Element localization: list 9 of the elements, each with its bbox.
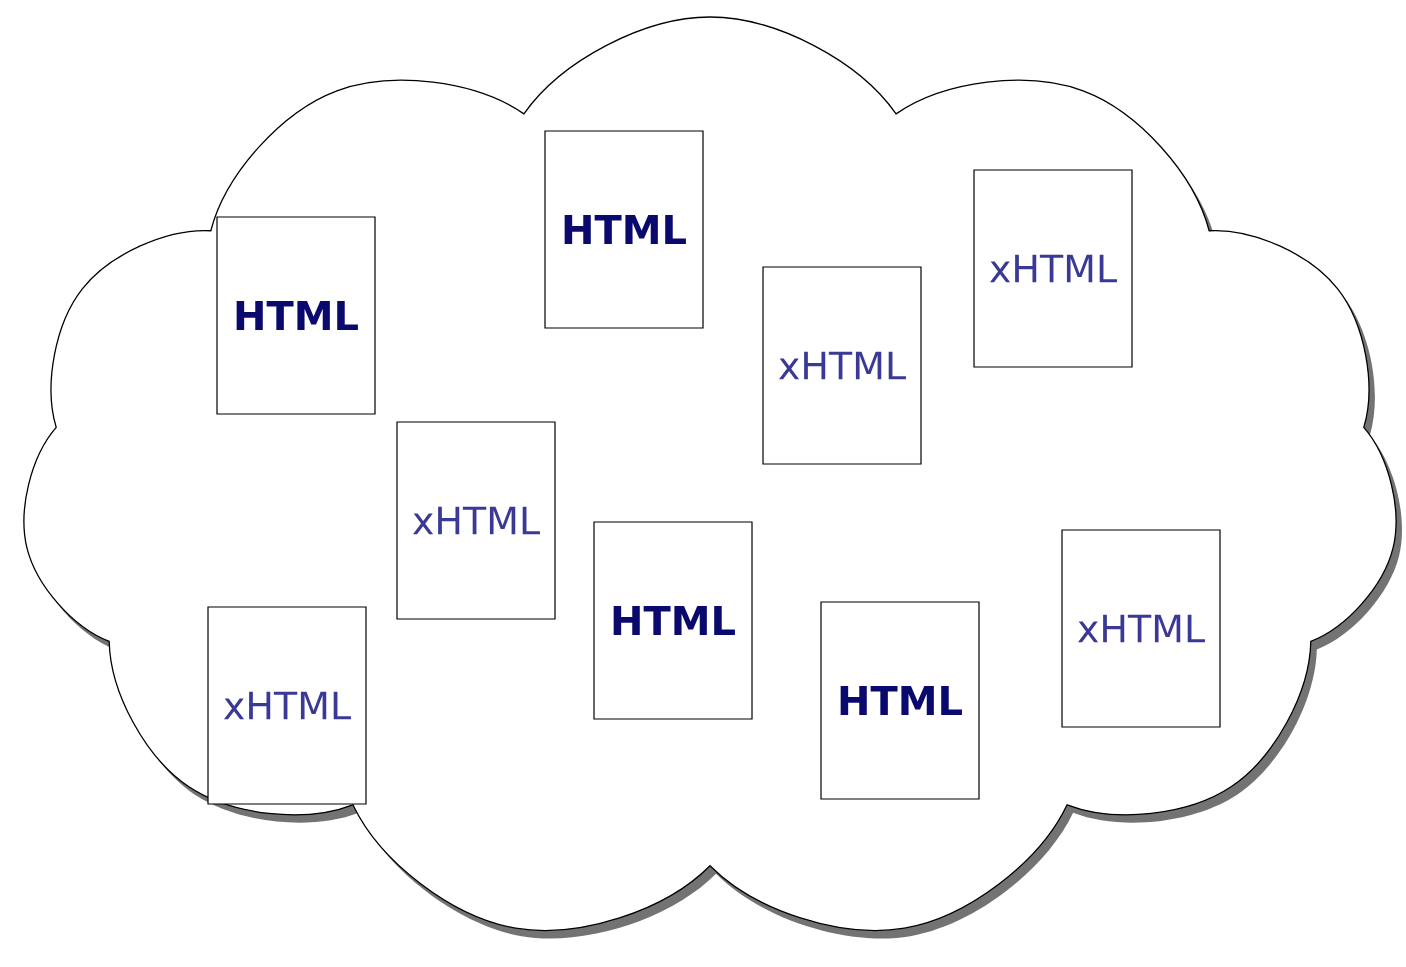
document-box: HTML bbox=[216, 216, 376, 415]
document-box: xHTML bbox=[207, 606, 367, 805]
document-box: HTML bbox=[544, 130, 704, 329]
document-box: xHTML bbox=[1061, 529, 1221, 728]
document-box: xHTML bbox=[762, 266, 922, 465]
document-box: HTML bbox=[820, 601, 980, 800]
document-box: xHTML bbox=[396, 421, 556, 620]
document-box: xHTML bbox=[973, 169, 1133, 368]
document-box: HTML bbox=[593, 521, 753, 720]
